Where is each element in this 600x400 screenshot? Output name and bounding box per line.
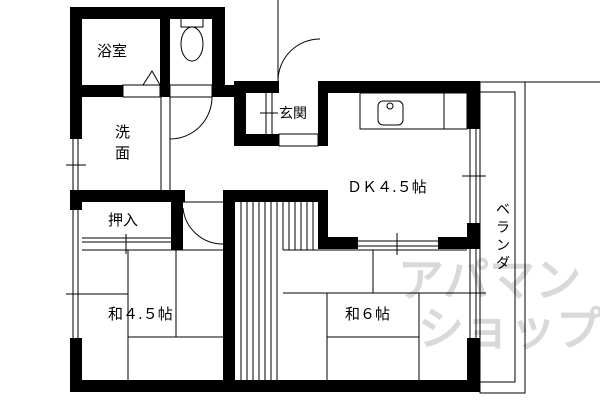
label-closet: 押入	[108, 211, 138, 229]
label-bath: 浴室	[97, 42, 127, 60]
svg-text:ベ: ベ	[496, 202, 510, 218]
watermark-line2: ショップ	[418, 302, 600, 356]
fixtures	[66, 0, 600, 394]
label-washroom-1: 洗	[115, 123, 130, 141]
svg-text:ン: ン	[496, 238, 510, 254]
svg-text:ラ: ラ	[496, 220, 510, 236]
label-washitsu-45: 和４.５帖	[108, 305, 173, 323]
label-veranda: ベ ラ ン ダ	[496, 202, 510, 272]
watermark-line1: アパマン	[398, 253, 581, 307]
label-dk: ＤＫ４.５帖	[347, 178, 427, 196]
watermark: アパマン ショップ	[398, 253, 600, 356]
label-washitsu-6: 和６帖	[345, 305, 390, 323]
stairs	[240, 202, 314, 380]
svg-text:ダ: ダ	[496, 256, 510, 272]
label-entrance: 玄関	[279, 105, 307, 122]
label-washroom-2: 面	[115, 144, 130, 162]
walls	[70, 7, 480, 392]
